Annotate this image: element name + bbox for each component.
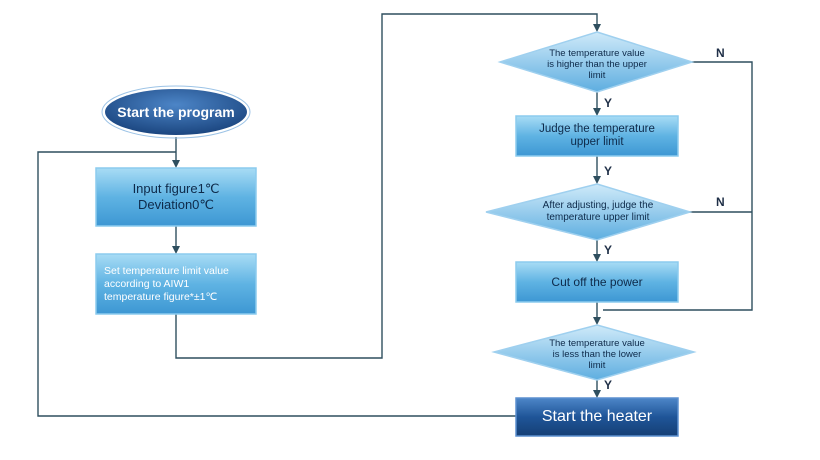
- start-program-oval-outline: [101, 85, 251, 139]
- cut-power-box: [515, 261, 679, 303]
- higher-than-upper-diamond: [497, 31, 695, 93]
- yes-label-lower: Y: [604, 378, 613, 392]
- lower-than-lower-diamond: [491, 324, 697, 381]
- no-label-after: N: [716, 195, 725, 209]
- yes-label-higher: Y: [604, 96, 613, 110]
- input-figure-box: [95, 167, 257, 227]
- yes-label-after: Y: [604, 243, 613, 257]
- judge-upper-limit-box: [515, 115, 679, 157]
- start-program-oval: [103, 87, 249, 137]
- yes-label-judge: Y: [604, 164, 613, 178]
- start-heater-box: [515, 397, 679, 437]
- no-label-higher: N: [716, 46, 725, 60]
- set-limit-box: [95, 253, 257, 315]
- connector-heater-loop-back: [37, 151, 516, 417]
- after-adjusting-diamond: [485, 183, 693, 241]
- connector-higher-no-branch: [603, 61, 753, 311]
- connector-setlimit-to-higher: [175, 13, 601, 359]
